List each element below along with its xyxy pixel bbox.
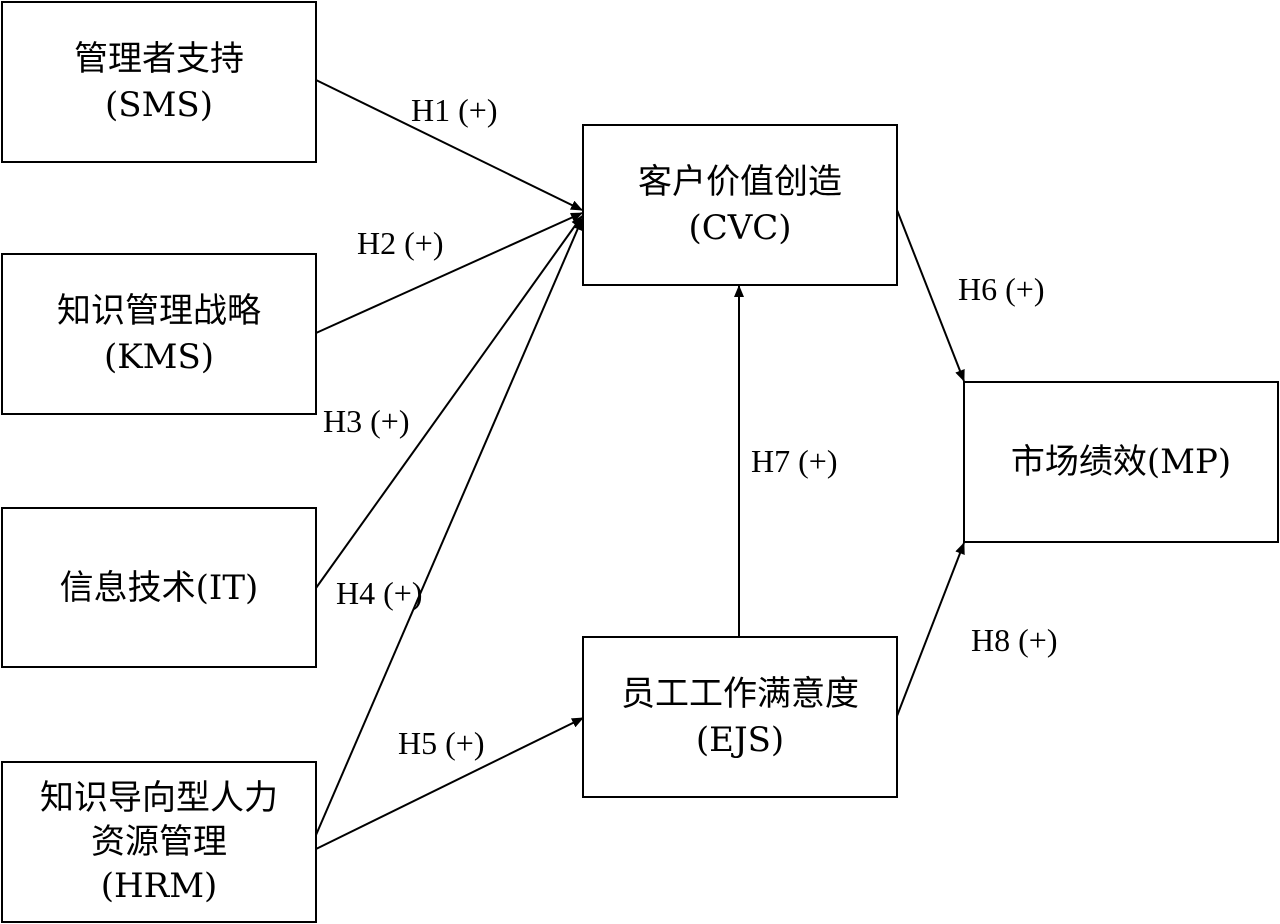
edge-label-h2: H2 (+) — [357, 225, 443, 261]
edge-kms-to-cvc — [315, 212, 583, 334]
node-kms-abbr: (KMS) — [103, 337, 215, 377]
node-ejs: 员工工作满意度 (EJS) — [582, 636, 898, 798]
edge-sms-to-cvc — [315, 79, 583, 211]
node-ejs-label: 员工工作满意度 — [621, 674, 859, 714]
edge-label-h4: H4 (+) — [336, 575, 422, 611]
edge-label-h7: H7 (+) — [751, 443, 837, 479]
node-sms-abbr: (SMS) — [105, 85, 213, 125]
node-cvc-label: 客户价值创造 — [638, 162, 842, 202]
node-kms-label: 知识管理战略 — [57, 291, 261, 331]
node-hrm: 知识导向型人力 资源管理 (HRM) — [1, 761, 317, 923]
edge-label-h3: H3 (+) — [323, 403, 409, 439]
node-it-label: 信息技术(IT) — [59, 567, 259, 608]
edge-cvc-to-mp — [896, 209, 965, 382]
node-sms-label: 管理者支持 — [74, 39, 244, 79]
edge-label-h1: H1 (+) — [411, 92, 497, 128]
edge-it-to-cvc — [315, 215, 583, 589]
node-mp: 市场绩效(MP) — [963, 381, 1279, 543]
edge-hrm-to-ejs — [315, 717, 584, 850]
edge-hrm-to-cvc — [315, 218, 583, 836]
node-mp-label: 市场绩效(MP) — [1010, 442, 1232, 482]
node-cvc-abbr: (CVC) — [688, 208, 792, 248]
edge-label-h8: H8 (+) — [971, 622, 1057, 658]
edge-ejs-to-mp — [896, 542, 965, 717]
node-sms: 管理者支持 (SMS) — [1, 1, 317, 163]
node-hrm-abbr: (HRM) — [100, 866, 218, 906]
node-hrm-label-line1: 知识导向型人力 — [40, 778, 278, 818]
node-kms: 知识管理战略 (KMS) — [1, 253, 317, 415]
node-ejs-abbr: (EJS) — [695, 720, 785, 760]
node-it: 信息技术(IT) — [1, 507, 317, 668]
node-cvc: 客户价值创造 (CVC) — [582, 124, 898, 286]
edge-label-h5: H5 (+) — [398, 725, 484, 761]
node-hrm-label-line2: 资源管理 — [91, 822, 227, 862]
edge-label-h6: H6 (+) — [958, 271, 1044, 307]
